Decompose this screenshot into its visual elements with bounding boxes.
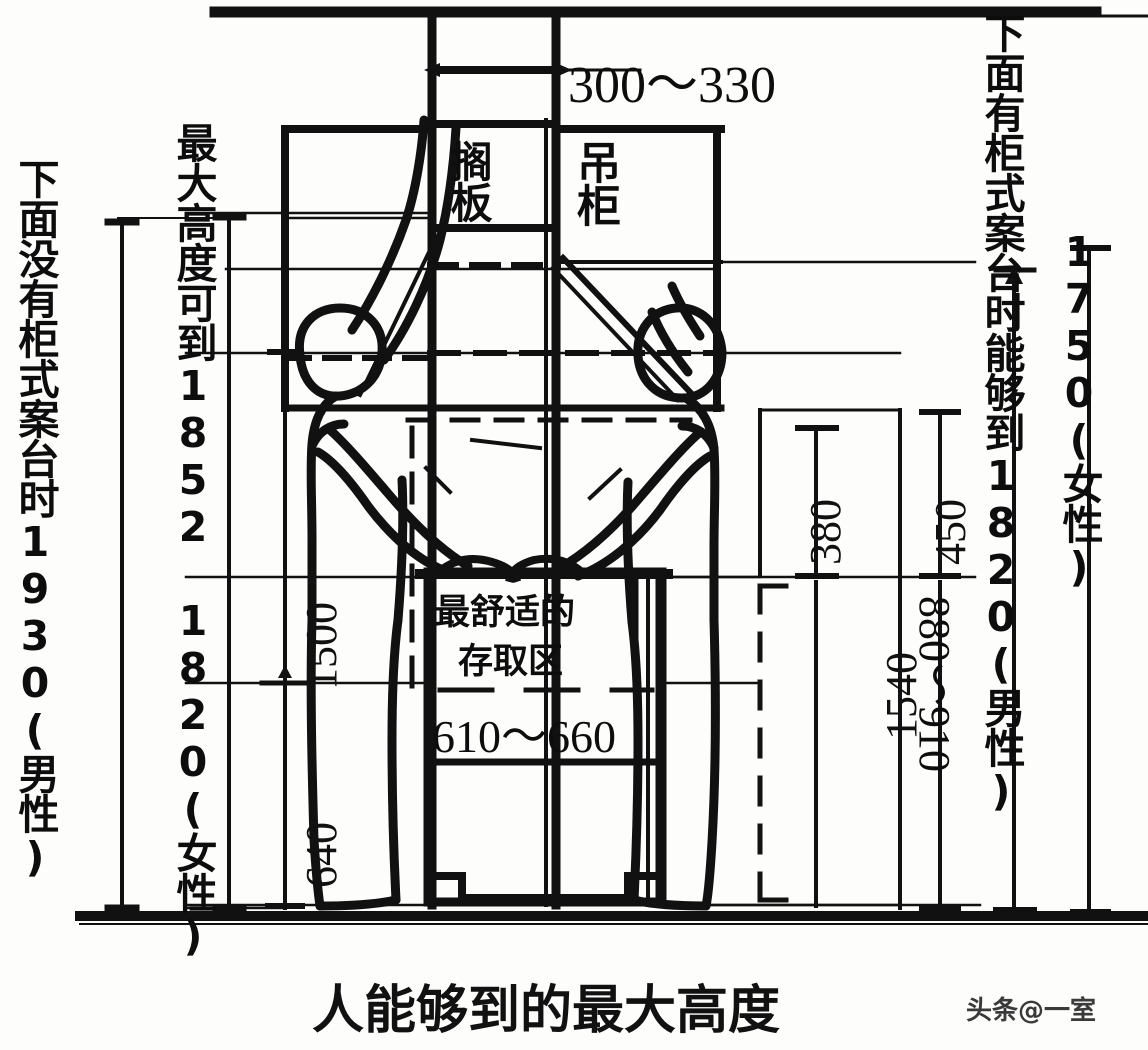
- right-dim-label-380: 380: [801, 499, 850, 565]
- top-dim-label-300-330: 300～330: [568, 57, 777, 114]
- shelf-label: 搁板: [444, 140, 493, 222]
- comfort-zone-label-line2: 存取区: [458, 642, 564, 682]
- dim-1500-arrow: [278, 665, 292, 678]
- dim-1540-dashed-bracket: [757, 583, 793, 903]
- right-dim-label-450: 450: [926, 499, 975, 565]
- left-dim-label-1930: 下面没有柜式案台时1930(男性): [11, 158, 59, 880]
- detail-tick-4: [587, 467, 623, 501]
- diagram-caption: 人能够到的最大高度: [312, 981, 781, 1041]
- wall-cabinet-label: 吊柜: [569, 140, 620, 226]
- left-dim-label-1852: 最大高度可到1852 1820(女性): [169, 122, 217, 959]
- comfort-zone-value: 610～660: [432, 711, 616, 762]
- left-dim-label-640: 640: [297, 822, 346, 888]
- comfort-zone-label-line1: 最舒适的: [435, 593, 576, 633]
- human-figure-right: [555, 281, 727, 911]
- detail-tick-3: [469, 437, 543, 451]
- dim-300-330-arrow: [556, 63, 572, 77]
- right-dim-label-1750: 1750(女性): [1055, 228, 1103, 590]
- detail-tick-1: [423, 465, 453, 495]
- watermark: 头条@一室: [966, 996, 1097, 1026]
- human-figure-left: [294, 115, 473, 911]
- reach-diagonal-right-2: [550, 265, 681, 403]
- dim-300-330-arrow-left: [424, 63, 440, 77]
- reach-diagonal-left: [357, 247, 433, 398]
- hand-right: [505, 554, 588, 583]
- reach-diagonal-right: [558, 253, 695, 397]
- right-dim-label-880-910: 880～910: [910, 596, 959, 772]
- dim-1820-arrow-top: [1005, 266, 1023, 284]
- right-dim-label-1820: 下面有柜式案台时能够到1820(男性): [977, 12, 1025, 814]
- left-dim-label-1500: 1500: [297, 602, 346, 690]
